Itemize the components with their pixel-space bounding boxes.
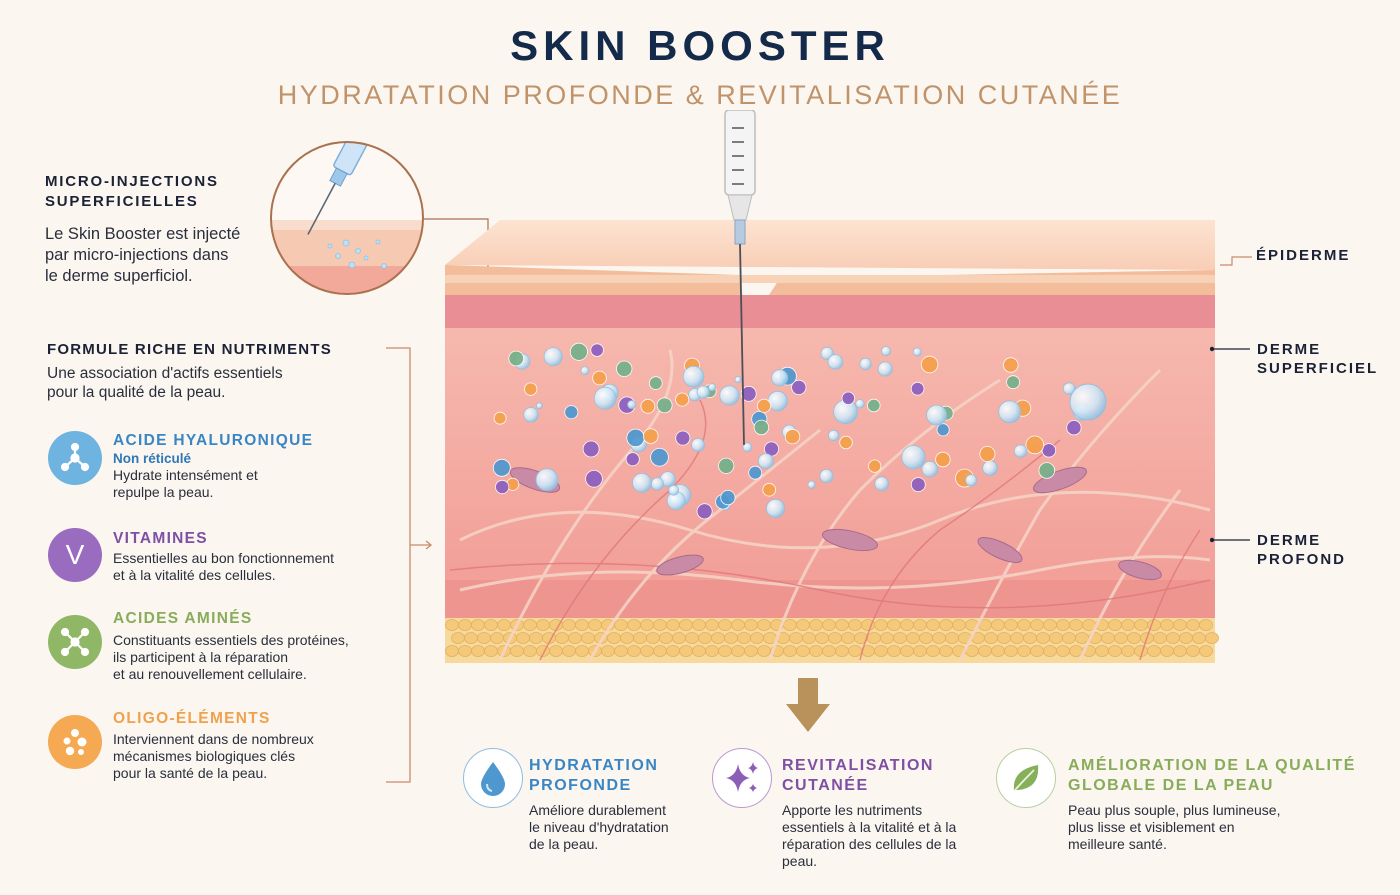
nutrient-text-2: mécanismes biologiques clés <box>113 748 296 764</box>
outcome-text-1: Peau plus souple, plus lumineuse, <box>1068 802 1281 818</box>
nutrient-text-2: repulpe la peau. <box>113 484 214 500</box>
skin-surface <box>445 220 1215 270</box>
outcome-title-1: AMÉLIORATION DE LA QUALITÉ <box>1068 757 1356 774</box>
nutrient-text-1: Constituants essentiels des protéines, <box>113 632 349 648</box>
outcome-title-2: CUTANÉE <box>782 777 869 794</box>
formula-text-1: Une association d'actifs essentiels <box>47 365 283 382</box>
outcome-title-1: HYDRATATION <box>529 757 659 774</box>
injection-zoom-circle <box>270 141 424 295</box>
nutrient-title: ACIDE HYALURONIQUE <box>113 432 314 449</box>
outcome-text-2: essentiels à la vitalité et à la <box>782 819 957 835</box>
nutrient-text-1: Hydrate intensément et <box>113 467 258 483</box>
leaf-icon <box>996 748 1056 808</box>
injection-text-3: le derme superficiol. <box>45 267 193 285</box>
outcome-text-3: réparation des cellules de la <box>782 836 957 852</box>
outcome-text-1: Apporte les nutriments <box>782 802 923 818</box>
outcome-text-3: meilleure santé. <box>1068 836 1167 852</box>
syringe-icon <box>724 110 756 446</box>
nutrient-subtitle: Non réticulé <box>113 451 192 466</box>
injection-text-2: par micro-injections dans <box>45 246 229 264</box>
page-subtitle: HYDRATATION PROFONDE & REVITALISATION CU… <box>277 80 1123 110</box>
label-deep-1: DERME <box>1257 532 1322 549</box>
water-drop-icon <box>463 748 523 808</box>
label-superficial-dermis: DERME SUPERFICIEL <box>1257 340 1378 378</box>
sparkles-icon <box>712 748 772 808</box>
label-deep-dermis: DERME PROFOND <box>1257 531 1346 569</box>
injection-callout: MICRO-INJECTIONS SUPERFICIELLES Le Skin … <box>45 172 240 287</box>
label-superficial-2: SUPERFICIEL <box>1257 360 1379 377</box>
nutrient-title: ACIDES AMINÉS <box>113 610 253 627</box>
nutrient-title: OLIGO-ÉLÉMENTS <box>113 710 271 727</box>
injection-title-2: SUPERFICIELLES <box>45 193 199 210</box>
nutrient-text-3: et au renouvellement cellulaire. <box>113 666 307 682</box>
trace-elements-icon <box>48 715 102 769</box>
outcome-text-3: de la peau. <box>529 836 599 852</box>
vitamin-v-icon: V <box>48 528 102 582</box>
nutrient-text-2: et à la vitalité des cellules. <box>113 567 276 583</box>
outcome-text-2: le niveau d'hydratation <box>529 819 669 835</box>
label-epidermis: ÉPIDERME <box>1256 247 1351 264</box>
formula-block: FORMULE RICHE EN NUTRIMENTS Une associat… <box>47 340 332 402</box>
nutrient-text-1: Essentielles au bon fonctionnement <box>113 550 335 566</box>
injection-text-1: Le Skin Booster est injecté <box>45 225 241 243</box>
nutrient-title: VITAMINES <box>113 530 208 547</box>
layer-leaders <box>1210 256 1252 543</box>
outcome-title-2: GLOBALE DE LA PEAU <box>1068 777 1274 794</box>
outcome-title-2: PROFONDE <box>529 777 632 794</box>
formula-title: FORMULE RICHE EN NUTRIMENTS <box>47 341 332 358</box>
molecule-icon <box>48 431 102 485</box>
injection-title-1: MICRO-INJECTIONS <box>45 173 219 190</box>
skin-cross-section: /*placeholder removed*/ <box>445 110 1219 663</box>
formula-bracket <box>386 347 433 783</box>
nutrient-text-3: pour la santé de la peau. <box>113 765 268 781</box>
outcome-text-4: peau. <box>782 853 818 869</box>
nutrient-text-2: ils participent à la réparation <box>113 649 289 665</box>
page-title: SKIN BOOSTER <box>510 22 890 69</box>
nutrient-text-1: Interviennent dans de nombreux <box>113 731 314 747</box>
label-deep-2: PROFOND <box>1257 551 1346 568</box>
down-arrow-icon <box>786 678 830 732</box>
outcome-text-2: plus lisse et visiblement en <box>1068 819 1235 835</box>
amino-network-icon <box>48 615 102 669</box>
outcome-text-1: Améliore durablement <box>529 802 666 818</box>
formula-text-2: pour la qualité de la peau. <box>47 384 226 401</box>
outcome-title-1: REVITALISATION <box>782 757 934 774</box>
label-superficial-1: DERME <box>1257 341 1322 358</box>
